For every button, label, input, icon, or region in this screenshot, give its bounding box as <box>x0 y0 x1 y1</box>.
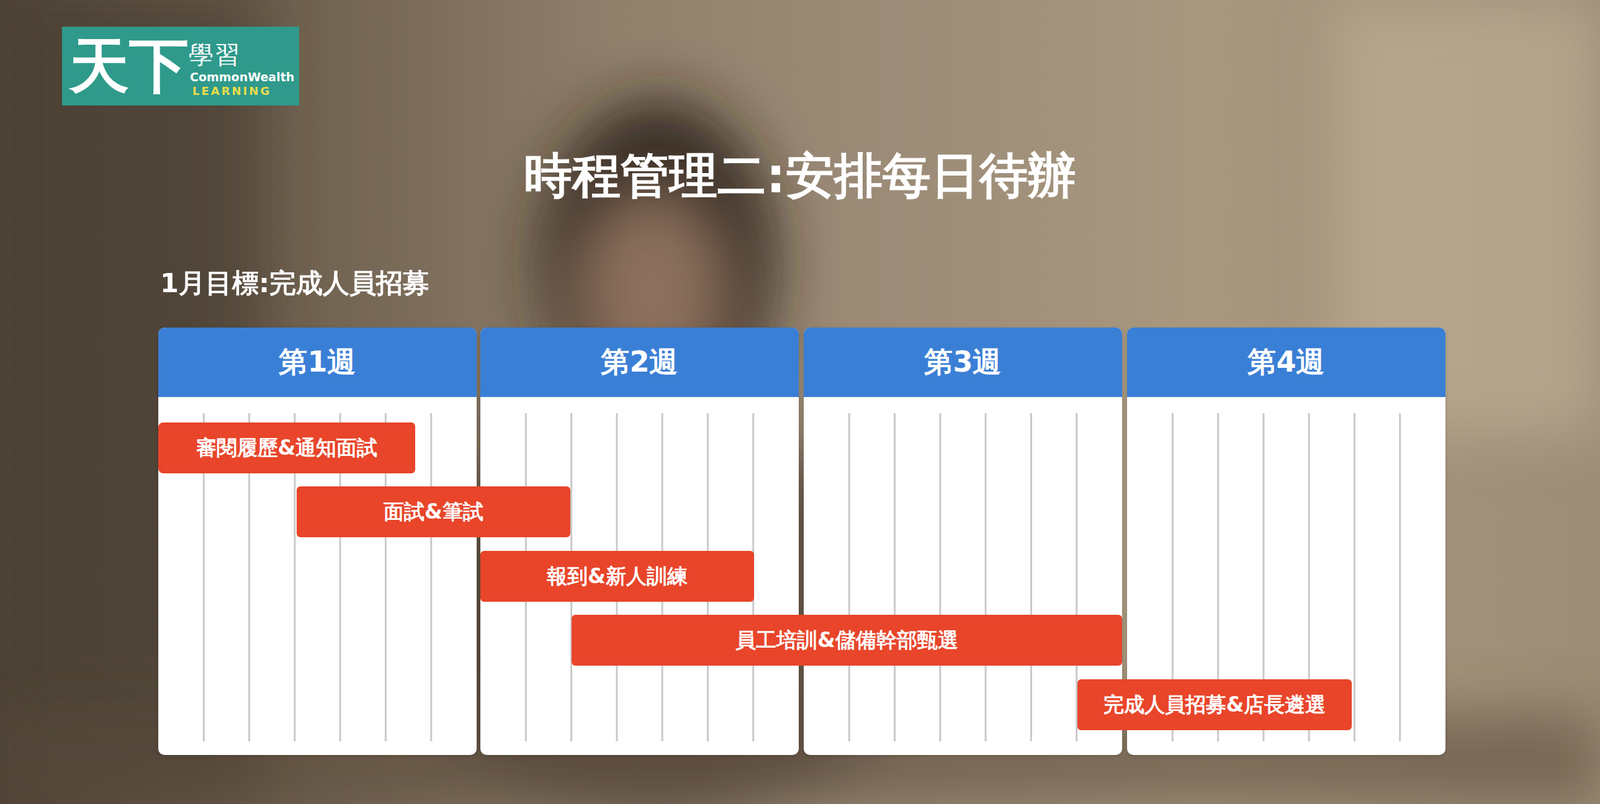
task-bar: 完成人員招募&店長遴選 <box>1077 679 1352 731</box>
logo-box: 天下學習CommonWealthLEARNING <box>62 26 300 106</box>
day-line <box>1398 413 1401 742</box>
slide-title: 時程管理二:安排每日待辦 <box>0 143 1600 210</box>
week-label: 第3週 <box>924 343 1002 382</box>
week-header: 第4週 <box>1127 327 1446 398</box>
week-label: 第2週 <box>600 343 678 382</box>
task-bar: 報到&新人訓練 <box>480 551 755 603</box>
day-line <box>1353 413 1356 742</box>
day-line <box>939 413 941 742</box>
task-label: 審閱履歷&通知面試 <box>196 434 378 463</box>
week-panel: 第2週 <box>480 327 799 756</box>
task-label: 員工培訓&儲備幹部甄選 <box>735 626 959 655</box>
goal-label: 1月目標:完成人員招募 <box>160 265 430 302</box>
week-header: 第1週 <box>158 327 477 398</box>
task-bar: 審閱履歷&通知面試 <box>158 422 416 474</box>
logo-word: 學習 <box>188 37 241 72</box>
week-label: 第4週 <box>1247 343 1325 382</box>
week-panel: 第3週 <box>803 327 1123 756</box>
day-line <box>984 413 987 742</box>
week-header: 第3週 <box>803 327 1123 398</box>
task-label: 面試&筆試 <box>383 498 484 527</box>
task-label: 完成人員招募&店長遴選 <box>1103 691 1327 720</box>
week-header: 第2週 <box>480 327 799 398</box>
day-line <box>1030 413 1033 742</box>
logo-mark: 天下 <box>69 26 189 108</box>
task-bar: 員工培訓&儲備幹部甄選 <box>571 615 1123 666</box>
logo-english: CommonWealth <box>189 70 295 84</box>
task-label: 報到&新人訓練 <box>546 562 688 591</box>
day-line <box>430 413 432 742</box>
week-label: 第1週 <box>278 343 356 382</box>
task-bar: 面試&筆試 <box>296 486 571 538</box>
logo-learning: LEARNING <box>192 84 272 98</box>
day-line <box>848 413 851 742</box>
day-line <box>893 413 896 742</box>
week-panel: 第1週 <box>158 327 477 756</box>
